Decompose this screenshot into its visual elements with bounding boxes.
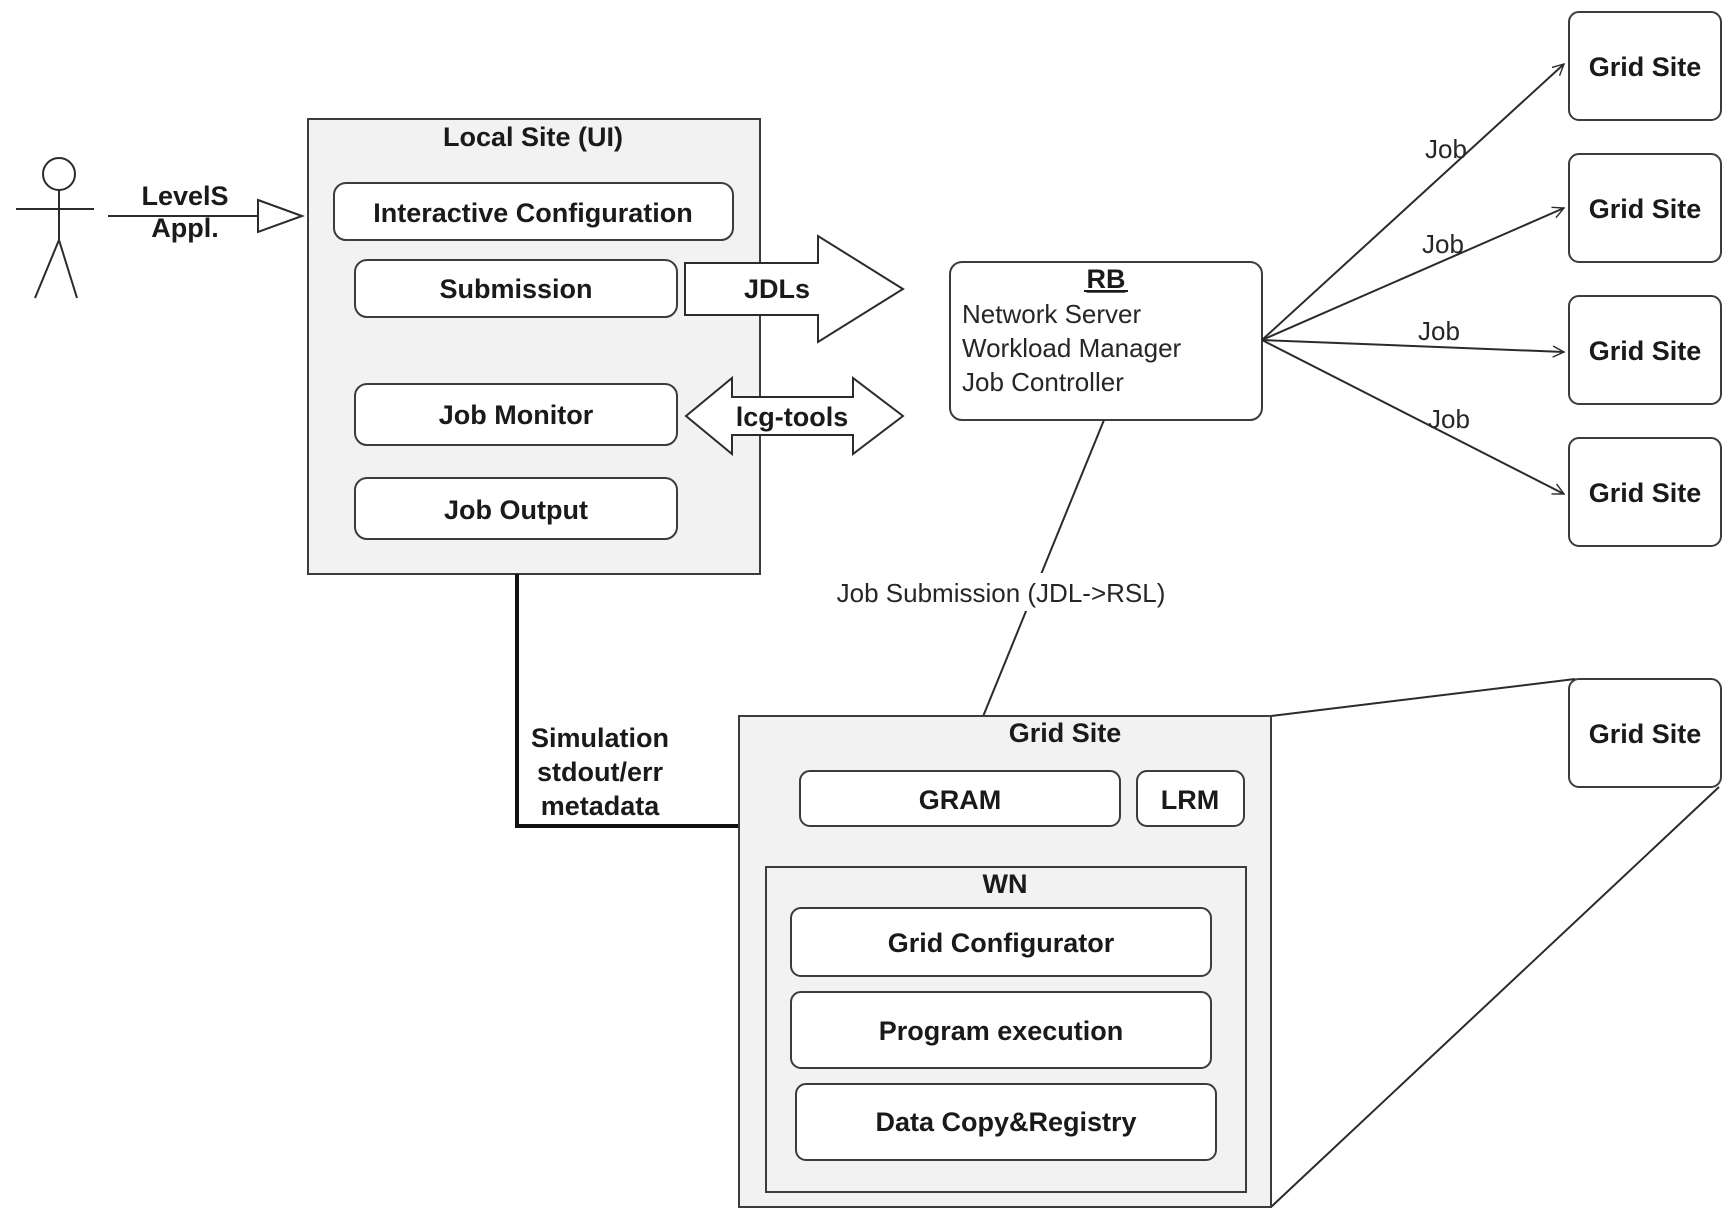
actor-label-line1: LevelS (141, 181, 228, 211)
grid-site-box-5 (1568, 678, 1722, 788)
program-execution-label: Program execution (879, 1016, 1124, 1046)
gram-box (799, 770, 1121, 827)
data-copy-registry-box (795, 1083, 1217, 1161)
lrm-box (1136, 770, 1245, 827)
jdls-arrow (684, 234, 905, 344)
user-actor-icon (16, 157, 94, 299)
grid-site-box-4 (1568, 437, 1722, 547)
lrm-label: LRM (1161, 785, 1219, 815)
job-edge-label-2: Job (1422, 229, 1464, 259)
interactive-configuration-box (333, 182, 734, 241)
actor-label-line2: Appl. (151, 213, 219, 243)
lcg-tools-arrow (684, 375, 905, 457)
data-copy-registry-label: Data Copy&Registry (875, 1107, 1136, 1137)
job-monitor-label: Job Monitor (439, 400, 594, 430)
job-edges (1261, 64, 1564, 495)
lcg-tools-label: lcg-tools (736, 402, 849, 432)
grid-site-detail-title: Grid Site (1009, 718, 1122, 748)
output-label-line1: Simulation (531, 723, 669, 753)
grid-site-label-5: Grid Site (1589, 719, 1702, 749)
zoom-line-bottom (1270, 786, 1720, 1208)
job-edge-label-1: Job (1425, 134, 1467, 164)
submission-label: Submission (439, 274, 592, 304)
rb-title: RB (1087, 264, 1126, 294)
output-label-line3: metadata (541, 791, 661, 821)
gram-label: GRAM (919, 785, 1002, 815)
submission-label-bg (812, 573, 1192, 611)
job-submission-label: Job Submission (JDL->RSL) (837, 578, 1166, 608)
job-edge-label-3: Job (1418, 316, 1460, 346)
wn-title: WN (983, 869, 1028, 899)
rb-workload-manager: Workload Manager (962, 333, 1182, 363)
grid-site-box-1 (1568, 11, 1722, 121)
grid-site-label-1: Grid Site (1589, 52, 1702, 82)
job-output-box (354, 477, 678, 540)
rb-job-controller: Job Controller (962, 367, 1124, 397)
jdls-label: JDLs (744, 274, 810, 304)
grid-configurator-box (790, 907, 1212, 977)
program-execution-box (790, 991, 1212, 1069)
grid-site-box-2 (1568, 153, 1722, 263)
job-output-label: Job Output (444, 495, 588, 525)
zoom-line-top (1270, 678, 1576, 717)
local-site-title: Local Site (UI) (443, 122, 623, 152)
job-edge-label-4: Job (1428, 404, 1470, 434)
grid-configurator-label: Grid Configurator (888, 928, 1115, 958)
interactive-configuration-label: Interactive Configuration (373, 198, 693, 228)
grid-site-label-4: Grid Site (1589, 478, 1702, 508)
grid-site-label-3: Grid Site (1589, 336, 1702, 366)
output-label-line2: stdout/err (537, 757, 664, 787)
rb-network-server: Network Server (962, 299, 1141, 329)
actor-to-ui-arrow (108, 198, 305, 234)
grid-site-box-3 (1568, 295, 1722, 405)
job-monitor-box (354, 383, 678, 446)
grid-site-label-2: Grid Site (1589, 194, 1702, 224)
submission-box (354, 259, 678, 318)
